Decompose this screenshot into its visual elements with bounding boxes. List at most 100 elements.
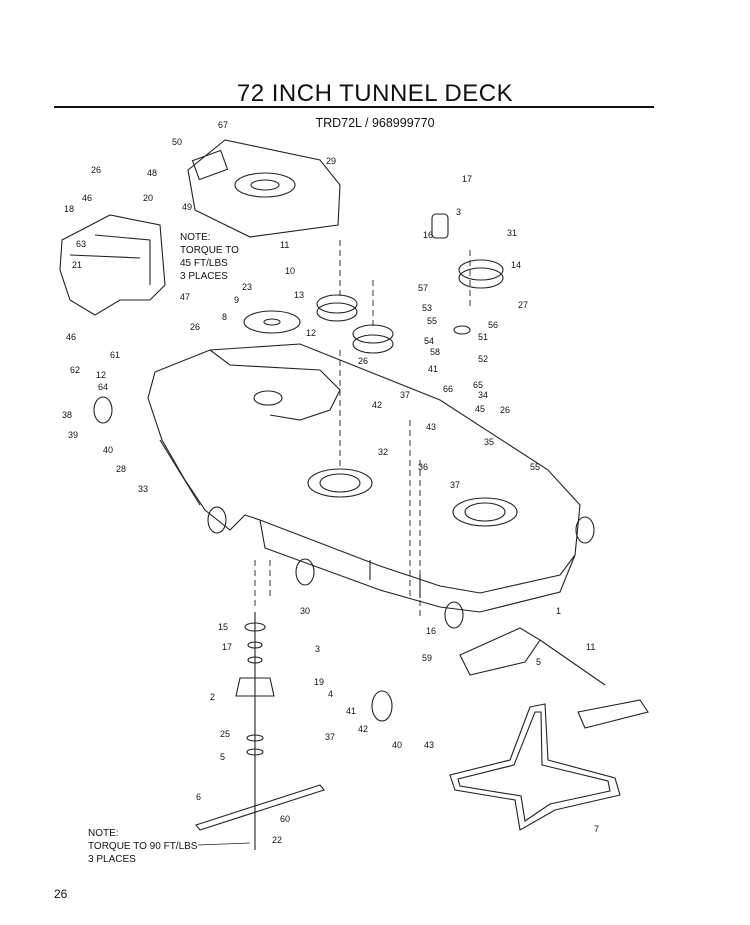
callout-18: 18 bbox=[64, 204, 74, 214]
callout-9: 9 bbox=[234, 295, 239, 305]
callout-5: 5 bbox=[536, 657, 541, 667]
callout-17: 17 bbox=[462, 174, 472, 184]
callout-56: 56 bbox=[488, 320, 498, 330]
page-title: 72 INCH TUNNEL DECK bbox=[236, 80, 514, 107]
callout-46: 46 bbox=[66, 332, 76, 342]
callout-50: 50 bbox=[172, 137, 182, 147]
left-blade-housing bbox=[307, 468, 373, 498]
callout-57: 57 bbox=[418, 283, 428, 293]
callout-45: 45 bbox=[475, 404, 485, 414]
callout-51: 51 bbox=[478, 332, 488, 342]
callout-16: 16 bbox=[426, 626, 436, 636]
gauge-wheel-left bbox=[93, 396, 113, 424]
callout-49: 49 bbox=[182, 202, 192, 212]
svg-text:45 FT/LBS: 45 FT/LBS bbox=[180, 258, 228, 269]
callout-38: 38 bbox=[62, 410, 72, 420]
callout-26: 26 bbox=[190, 322, 200, 332]
callout-11: 11 bbox=[586, 642, 595, 652]
svg-text:3 PLACES: 3 PLACES bbox=[180, 271, 228, 282]
callout-26: 26 bbox=[500, 405, 510, 415]
callout-19: 19 bbox=[314, 677, 324, 687]
callout-40: 40 bbox=[103, 445, 113, 455]
belt-cover-plate bbox=[187, 139, 341, 238]
callout-29: 29 bbox=[326, 156, 336, 166]
callout-55: 55 bbox=[530, 462, 540, 472]
callout-46: 46 bbox=[82, 193, 92, 203]
pulley-14-right bbox=[458, 259, 504, 281]
right-blade-housing bbox=[452, 497, 518, 527]
torque-note-upper: NOTE: TORQUE TO 45 FT/LBS 3 PLACES bbox=[180, 232, 239, 282]
mower-blade bbox=[195, 784, 325, 831]
callout-62: 62 bbox=[70, 365, 80, 375]
callout-6: 6 bbox=[196, 792, 201, 802]
callout-36: 36 bbox=[418, 462, 428, 472]
svg-text:3 PLACES: 3 PLACES bbox=[88, 854, 136, 865]
callout-26: 26 bbox=[91, 165, 101, 175]
left-shield bbox=[59, 214, 166, 316]
callout-1: 1 bbox=[556, 606, 561, 616]
callout-53: 53 bbox=[422, 303, 432, 313]
lift-arm bbox=[459, 627, 541, 676]
callout-39: 39 bbox=[68, 430, 78, 440]
callout-7: 7 bbox=[594, 824, 599, 834]
callout-40: 40 bbox=[392, 740, 402, 750]
callout-43: 43 bbox=[426, 422, 436, 432]
callout-16: 16 bbox=[423, 230, 433, 240]
callout-26: 26 bbox=[358, 356, 368, 366]
callout-37: 37 bbox=[400, 390, 410, 400]
callout-41: 41 bbox=[346, 706, 356, 716]
callout-55: 55 bbox=[427, 316, 437, 326]
callout-14: 14 bbox=[511, 260, 521, 270]
callout-66: 66 bbox=[443, 384, 453, 394]
callout-67: 67 bbox=[218, 120, 228, 130]
callout-52: 52 bbox=[478, 354, 488, 364]
callout-48: 48 bbox=[147, 168, 157, 178]
callout-31: 31 bbox=[507, 228, 517, 238]
page-number: 26 bbox=[54, 887, 68, 901]
callout-43: 43 bbox=[424, 740, 434, 750]
callout-4: 4 bbox=[328, 689, 333, 699]
callout-5: 5 bbox=[220, 752, 225, 762]
callout-41: 41 bbox=[428, 364, 438, 374]
callout-42: 42 bbox=[372, 400, 382, 410]
model-number: TRD72L / 968999770 bbox=[315, 116, 435, 130]
callout-12: 12 bbox=[306, 328, 316, 338]
svg-text:TORQUE TO: TORQUE TO bbox=[180, 245, 239, 256]
callout-64: 64 bbox=[98, 382, 108, 392]
diagram-artwork bbox=[59, 139, 649, 850]
callout-32: 32 bbox=[378, 447, 388, 457]
deck-front-skirt bbox=[259, 519, 576, 613]
torque-note-lower: NOTE: TORQUE TO 90 FT/LBS 3 PLACES bbox=[88, 828, 198, 865]
callout-3: 3 bbox=[315, 644, 320, 654]
callout-12: 12 bbox=[96, 370, 106, 380]
callout-25: 25 bbox=[220, 729, 230, 739]
callout-35: 35 bbox=[484, 437, 494, 447]
callout-3: 3 bbox=[456, 207, 461, 217]
callout-47: 47 bbox=[180, 292, 190, 302]
callout-22: 22 bbox=[272, 835, 282, 845]
title-underline bbox=[54, 106, 654, 108]
spindle-housing bbox=[235, 677, 275, 697]
callout-28: 28 bbox=[116, 464, 126, 474]
callout-30: 30 bbox=[300, 606, 310, 616]
deck-body bbox=[147, 343, 581, 594]
callout-10: 10 bbox=[285, 266, 295, 276]
callout-27: 27 bbox=[518, 300, 528, 310]
callout-33: 33 bbox=[138, 484, 148, 494]
callout-23: 23 bbox=[242, 282, 252, 292]
callout-60: 60 bbox=[280, 814, 290, 824]
pulley-13 bbox=[316, 294, 358, 314]
callout-13: 13 bbox=[294, 290, 304, 300]
callout-21: 21 bbox=[72, 260, 82, 270]
pulley-14 bbox=[352, 324, 394, 344]
callout-59: 59 bbox=[422, 653, 432, 663]
callout-2: 2 bbox=[210, 692, 215, 702]
callout-11: 11 bbox=[280, 240, 289, 250]
svg-text:NOTE:: NOTE: bbox=[180, 232, 211, 243]
callout-37: 37 bbox=[450, 480, 460, 490]
callout-65: 65 bbox=[473, 380, 483, 390]
svg-text:TORQUE TO 90 FT/LBS: TORQUE TO 90 FT/LBS bbox=[88, 841, 198, 852]
drive-belt bbox=[449, 703, 621, 831]
